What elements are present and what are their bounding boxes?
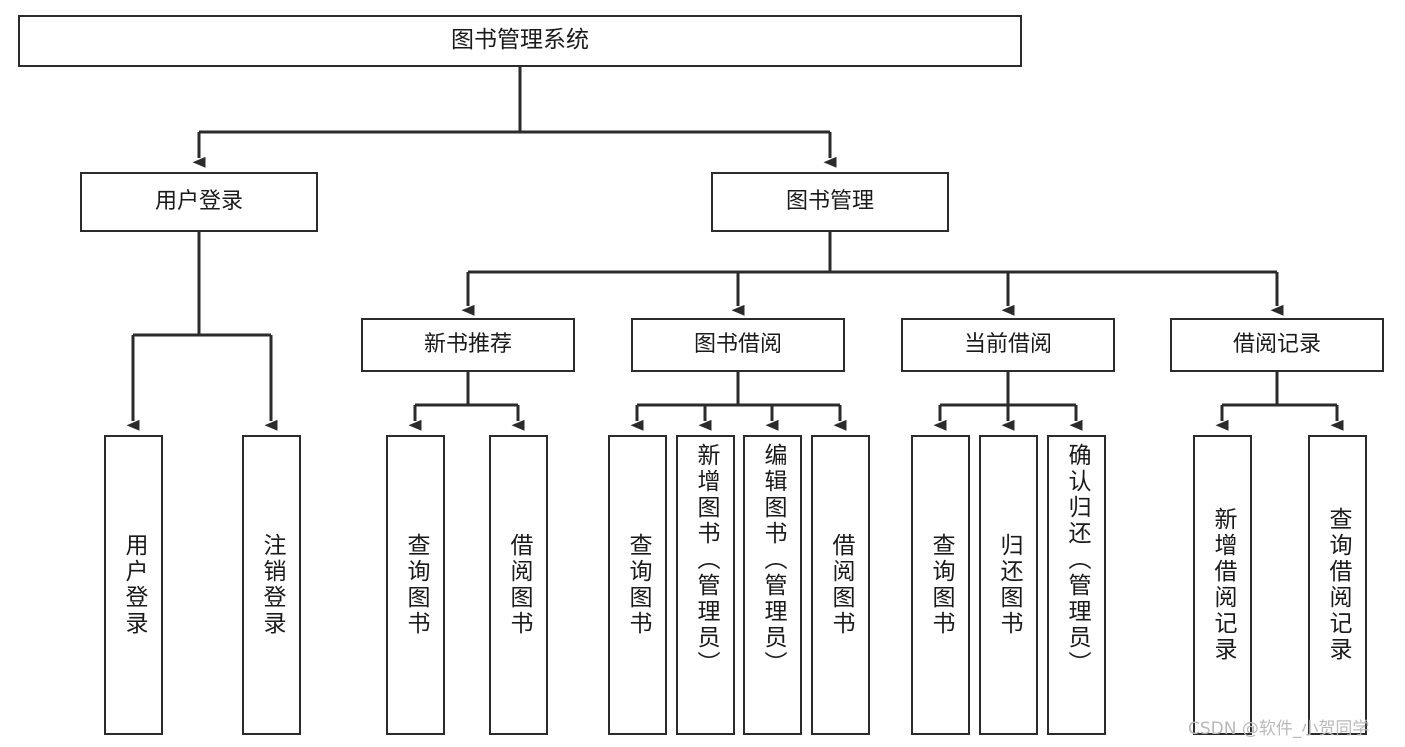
node-root-label: 图书管理系统: [451, 27, 589, 54]
leaf-borrow-book-recommend-label: 借阅图书: [506, 533, 532, 637]
leaf-query-borrow-record-label: 查询借阅记录: [1325, 507, 1351, 663]
leaf-borrow-book-recommend[interactable]: 借阅图书: [489, 435, 548, 735]
leaf-borrow-book-label: 借阅图书: [828, 533, 854, 637]
node-book-borrow-label: 图书借阅: [693, 331, 782, 357]
leaf-query-borrow-record[interactable]: 查询借阅记录: [1308, 435, 1367, 735]
leaf-confirm-return-admin[interactable]: 确认归还（管理员）: [1047, 435, 1106, 735]
leaf-add-book-admin[interactable]: 新增图书（管理员）: [676, 435, 735, 735]
leaf-query-book-label: 查询图书: [625, 533, 651, 637]
node-user-login-label: 用户登录: [154, 188, 243, 214]
leaf-confirm-return-admin-label: 确认归还（管理员）: [1064, 443, 1090, 677]
node-borrow-record-label: 借阅记录: [1232, 331, 1321, 357]
leaf-add-borrow-record-label: 新增借阅记录: [1210, 507, 1236, 663]
leaf-edit-book-admin-label: 编辑图书（管理员）: [760, 443, 786, 677]
node-root-system[interactable]: 图书管理系统: [18, 15, 1022, 67]
node-new-book-recommend[interactable]: 新书推荐: [361, 318, 575, 372]
leaf-return-book-label: 归还图书: [996, 533, 1022, 637]
leaf-logout[interactable]: 注销登录: [242, 435, 301, 735]
leaf-query-book[interactable]: 查询图书: [608, 435, 667, 735]
node-borrow-record[interactable]: 借阅记录: [1170, 318, 1384, 372]
leaf-add-book-admin-label: 新增图书（管理员）: [693, 443, 719, 677]
node-current-borrow[interactable]: 当前借阅: [901, 318, 1115, 372]
leaf-query-book-current[interactable]: 查询图书: [911, 435, 970, 735]
leaf-borrow-book[interactable]: 借阅图书: [811, 435, 870, 735]
node-current-borrow-label: 当前借阅: [963, 331, 1052, 357]
leaf-logout-label: 注销登录: [259, 533, 285, 637]
node-book-management[interactable]: 图书管理: [711, 172, 949, 232]
node-book-management-label: 图书管理: [785, 188, 874, 214]
leaf-query-book-recommend[interactable]: 查询图书: [386, 435, 445, 735]
leaf-query-book-current-label: 查询图书: [928, 533, 954, 637]
leaf-add-borrow-record[interactable]: 新增借阅记录: [1193, 435, 1252, 735]
leaf-user-login-label: 用户登录: [121, 533, 147, 637]
node-new-book-recommend-label: 新书推荐: [423, 331, 512, 357]
node-user-login[interactable]: 用户登录: [80, 172, 318, 232]
leaf-user-login[interactable]: 用户登录: [104, 435, 163, 735]
leaf-query-book-recommend-label: 查询图书: [403, 533, 429, 637]
leaf-edit-book-admin[interactable]: 编辑图书（管理员）: [743, 435, 802, 735]
leaf-return-book[interactable]: 归还图书: [979, 435, 1038, 735]
node-book-borrow[interactable]: 图书借阅: [631, 318, 845, 372]
